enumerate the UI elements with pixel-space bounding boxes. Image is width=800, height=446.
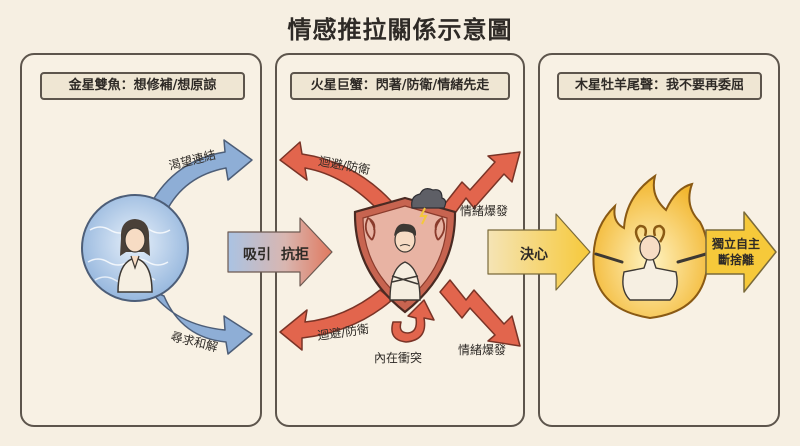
label-resolve: 決心 bbox=[520, 246, 548, 263]
label-resist: 抗拒 bbox=[281, 246, 309, 263]
label-independence-1: 獨立自主 bbox=[711, 236, 760, 251]
panel-header-venus: 金星雙魚：想修補/想原諒 bbox=[40, 72, 245, 100]
attract-resist-arrow bbox=[227, 217, 333, 287]
mars-cancer-shield bbox=[353, 196, 457, 314]
outburst-arrow-top bbox=[439, 151, 521, 221]
label-inner-conflict: 內在衝突 bbox=[374, 350, 422, 365]
longing-arrow bbox=[149, 139, 253, 213]
seek-arrow bbox=[149, 289, 253, 355]
independence-arrow bbox=[705, 211, 777, 293]
diagram-title: 情感推拉關係示意圖 bbox=[287, 16, 513, 44]
jupiter-aries-figure bbox=[592, 173, 709, 320]
venus-pisces-figure bbox=[81, 194, 189, 302]
storm-cloud-icon bbox=[411, 188, 447, 225]
inner-conflict-arrow bbox=[391, 299, 435, 343]
label-independence-2: 斷捨離 bbox=[718, 252, 754, 267]
avoid-arrow-top bbox=[279, 141, 393, 213]
resolve-arrow bbox=[487, 213, 591, 291]
label-avoid-bottom: 迴避/防衛 bbox=[316, 321, 370, 343]
label-outburst-top: 情緒爆發 bbox=[460, 203, 508, 218]
panel-header-jupiter: 木星牡羊尾聲：我不要再委屈 bbox=[557, 72, 762, 100]
label-outburst-bottom: 情緒爆發 bbox=[458, 342, 506, 357]
label-attract: 吸引 bbox=[243, 247, 271, 263]
outburst-arrow-bottom bbox=[439, 279, 521, 347]
avoid-arrow-bottom bbox=[279, 289, 393, 351]
panel-header-mars: 火星巨蟹：閃著/防衛/情緒先走 bbox=[290, 72, 510, 100]
